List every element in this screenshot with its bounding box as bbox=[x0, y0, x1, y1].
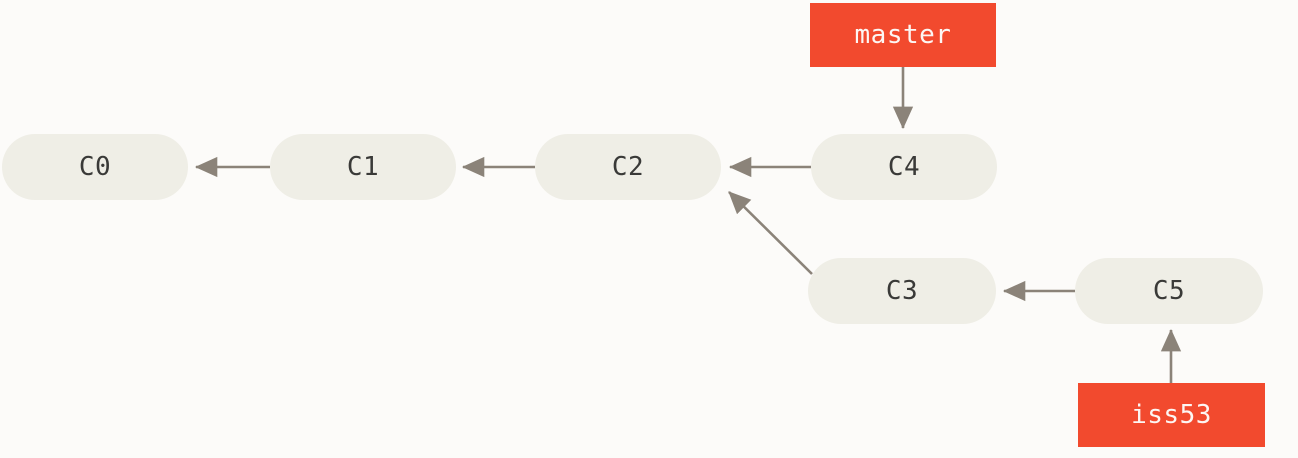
commit-node-c5[interactable]: C5 bbox=[1075, 258, 1263, 324]
commit-node-c0[interactable]: C0 bbox=[2, 134, 188, 200]
commit-node-c4[interactable]: C4 bbox=[811, 134, 997, 200]
edge-c3-to-c2 bbox=[728, 191, 813, 275]
commit-label: C2 bbox=[611, 152, 645, 182]
branch-label-text: iss53 bbox=[1131, 400, 1212, 430]
commit-label: C5 bbox=[1152, 276, 1186, 306]
branch-label-master[interactable]: master bbox=[810, 3, 996, 67]
commit-label: C0 bbox=[78, 152, 112, 182]
commit-label: C4 bbox=[887, 152, 921, 182]
commit-node-c3[interactable]: C3 bbox=[808, 258, 996, 324]
branch-label-text: master bbox=[854, 20, 952, 50]
commit-label: C1 bbox=[346, 152, 380, 182]
commit-label: C3 bbox=[885, 276, 919, 306]
commit-node-c1[interactable]: C1 bbox=[270, 134, 456, 200]
branch-label-iss53[interactable]: iss53 bbox=[1078, 383, 1265, 447]
commit-node-c2[interactable]: C2 bbox=[535, 134, 721, 200]
